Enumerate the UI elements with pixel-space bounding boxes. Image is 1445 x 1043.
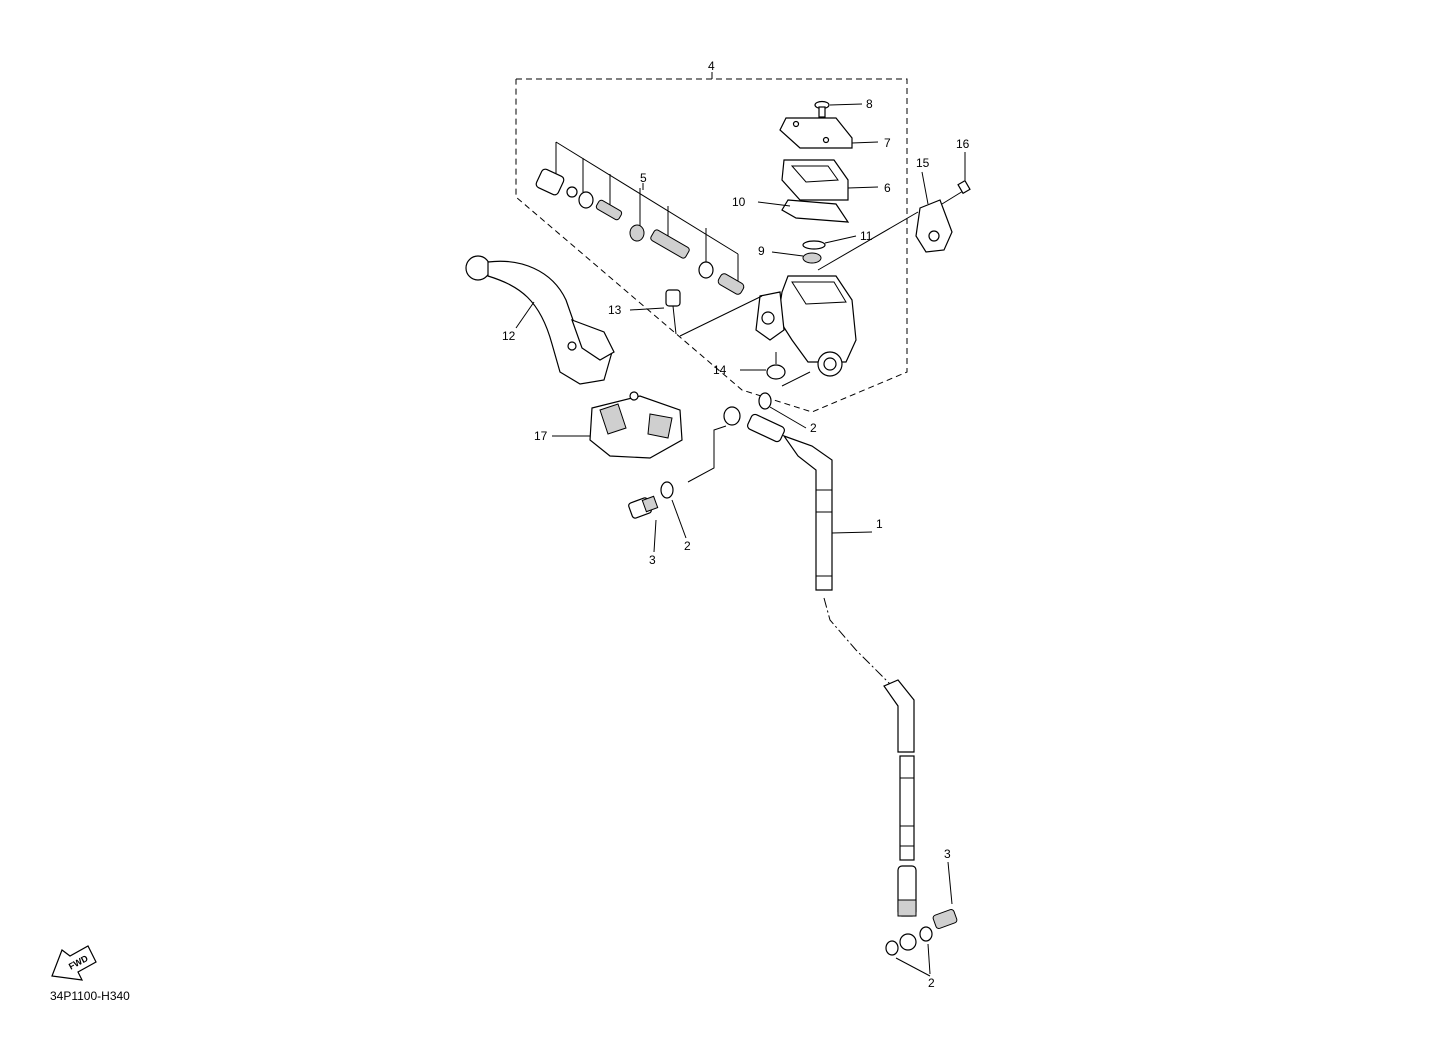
callout-5: 5: [640, 171, 647, 185]
part-1-brake-hose: [782, 434, 917, 917]
callout-13: 13: [608, 303, 622, 317]
callout-8: 8: [866, 97, 873, 111]
callout-3-left: 3: [649, 553, 656, 567]
callout-4: 4: [708, 59, 715, 73]
part-7-cap: [779, 117, 879, 149]
upper-banjo-fitting: [687, 371, 811, 483]
callout-2-upper: 2: [810, 421, 817, 435]
master-cylinder-assembly-boundary: [515, 72, 908, 413]
callout-11: 11: [860, 229, 873, 243]
callout-10: 10: [732, 195, 746, 209]
callout-9: 9: [758, 244, 765, 258]
callout-14: 14: [713, 363, 727, 377]
callout-7: 7: [884, 136, 891, 150]
part-16-bolt: [941, 152, 971, 205]
master-cylinder-body: [755, 211, 919, 377]
part-17-holder: [552, 391, 683, 459]
callout-16: 16: [956, 137, 970, 151]
part-13-pivot-bolt: [629, 289, 763, 337]
part-5-piston-kit: [535, 141, 745, 295]
callout-12: 12: [502, 329, 516, 343]
part-12-lever: [465, 255, 615, 385]
left-union-bolt: [628, 481, 687, 553]
part-15-bracket: [915, 171, 953, 253]
callout-15: 15: [916, 156, 930, 170]
callout-1: 1: [876, 517, 883, 531]
lower-banjo-fitting: [885, 861, 958, 977]
part-11-plate: [802, 235, 857, 250]
forward-arrow-icon: FWD: [51, 945, 97, 981]
part-9-protector: [771, 251, 822, 264]
part-14-nut: [740, 352, 786, 380]
callout-3-lower: 3: [944, 847, 951, 861]
diagram-code: 34P1100-H340: [50, 989, 130, 1003]
part-8-screw: [814, 100, 863, 118]
callout-labels: 4 8 7 16 15 5 6 10 11 9 13 12 14 2 17 1 …: [502, 59, 970, 990]
callout-2-lower: 2: [928, 976, 935, 990]
part-10-diaphragm: [757, 199, 850, 223]
part-6-diaphragm-holder: [781, 159, 879, 201]
callout-17: 17: [534, 429, 548, 443]
callout-6: 6: [884, 181, 891, 195]
callout-2-left: 2: [684, 539, 691, 553]
